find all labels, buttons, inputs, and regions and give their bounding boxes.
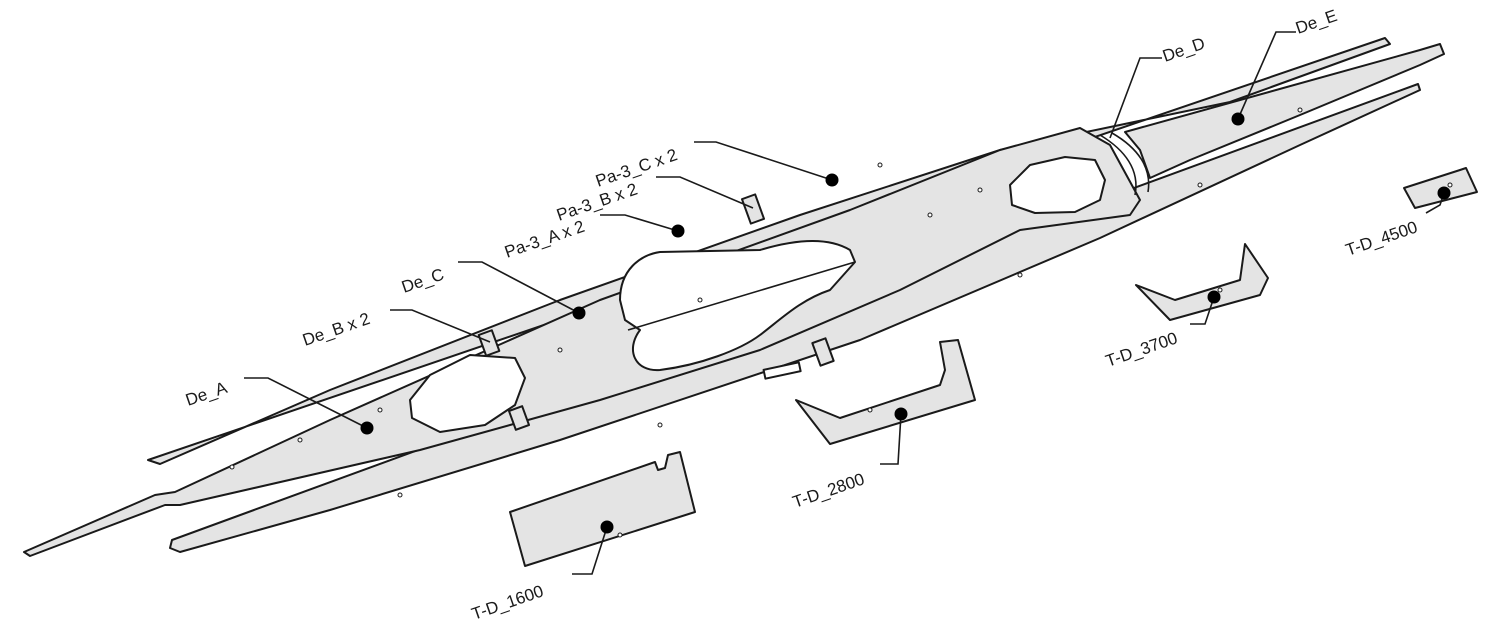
callout-dot-de-a <box>360 421 374 435</box>
label-pa3-c: Pa-3_C x 2 <box>593 145 680 191</box>
fastener-holes <box>229 107 1453 538</box>
callout-dot-pa3-c <box>825 173 839 187</box>
cockpit-divider <box>627 261 856 331</box>
callout-dot-pa3-a <box>671 224 685 238</box>
upper-deck-strip <box>147 37 1391 465</box>
pad-pa3-c <box>740 193 766 225</box>
plate-td-1600 <box>509 451 696 567</box>
rear-hatch-cutout <box>409 354 526 433</box>
label-de-d: De_D <box>1160 34 1207 66</box>
plate-td-2800 <box>795 339 976 445</box>
front-hatch-cutout <box>1009 156 1106 214</box>
label-td-4500: T-D_4500 <box>1343 218 1420 260</box>
slot-cutout <box>762 361 802 380</box>
label-td-2800: T-D_2800 <box>790 470 867 512</box>
callout-leaders <box>244 31 1445 575</box>
label-de-a: De_A <box>183 378 230 410</box>
pad-pa3-a <box>508 405 530 431</box>
callout-dot-de-e <box>1231 112 1245 126</box>
pad-de-b <box>811 337 835 367</box>
callout-dot-td-4500 <box>1437 186 1451 200</box>
main-deck-panel <box>23 127 1141 557</box>
plate-td-3700 <box>1135 243 1269 321</box>
callout-dots <box>360 112 1451 534</box>
label-de-b: De_B x 2 <box>300 309 372 350</box>
bulkhead-arc-de-d-2 <box>1111 132 1150 193</box>
label-td-3700: T-D_3700 <box>1103 329 1180 371</box>
pad-pa3-b <box>477 329 501 357</box>
label-pa3-a: Pa-3_A x 2 <box>502 217 587 262</box>
label-de-e: De_E <box>1293 6 1339 38</box>
label-td-1600: T-D_1600 <box>469 582 546 624</box>
callout-dot-de-c <box>572 306 586 320</box>
callout-dot-td-2800 <box>894 407 908 421</box>
label-de-c: De_C <box>399 265 446 297</box>
callout-dot-td-3700 <box>1207 290 1221 304</box>
cockpit-cutout <box>619 240 856 372</box>
callout-dot-td-1600 <box>600 520 614 534</box>
bulkhead-arc-de-d <box>1099 134 1137 196</box>
